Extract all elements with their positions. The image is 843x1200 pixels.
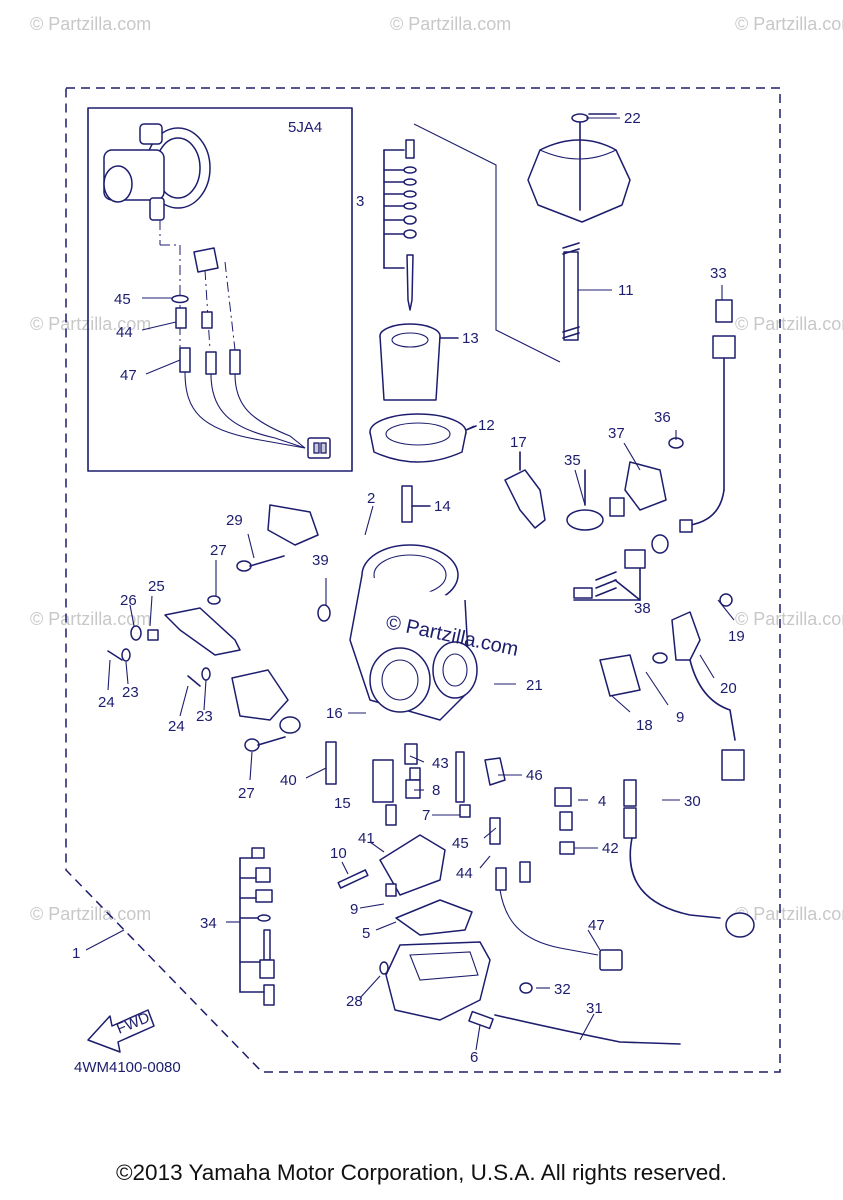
needle-set-drawing [383, 123, 561, 363]
watermark: © Partzilla.com [30, 904, 151, 924]
callout-1: 1 [72, 945, 80, 962]
callout-17: 17 [510, 434, 527, 451]
callout-43: 43 [432, 755, 449, 772]
callout-40: 40 [280, 772, 297, 789]
callout-36: 36 [654, 409, 671, 426]
diaphragm-piston-drawing [369, 323, 477, 463]
callout-44a: 44 [116, 324, 133, 341]
callout-33: 33 [710, 265, 727, 282]
callout-23a: 23 [122, 684, 139, 701]
callout-4: 4 [598, 793, 606, 810]
callout-16: 16 [326, 705, 343, 722]
callout-23b: 23 [196, 708, 213, 725]
callout-2: 2 [367, 490, 375, 507]
inset-label: 5JA4 [288, 119, 322, 136]
callout-26: 26 [120, 592, 137, 609]
callout-38: 38 [634, 600, 651, 617]
callout-37: 37 [608, 425, 625, 442]
watermark: © Partzilla.com [30, 314, 151, 334]
callout-42: 42 [602, 840, 619, 857]
callout-29: 29 [226, 512, 243, 529]
watermark: © Partzilla.com [30, 14, 151, 34]
callout-3: 3 [356, 193, 364, 210]
callout-27: 27 [210, 542, 227, 559]
callout-11: 11 [618, 282, 634, 299]
callout-13: 13 [462, 330, 479, 347]
callout-34: 34 [200, 915, 217, 932]
part-code: 4WM4100-0080 [74, 1059, 181, 1076]
carburetor-exploded-diagram: © Partzilla.com © Partzilla.com © Partzi… [30, 14, 843, 1076]
watermark: © Partzilla.com [735, 609, 843, 629]
watermarks: © Partzilla.com © Partzilla.com © Partzi… [30, 14, 843, 924]
callout-24b: 24 [168, 718, 185, 735]
callout-32: 32 [554, 981, 571, 998]
callout-22: 22 [624, 110, 641, 127]
callout-45a: 45 [114, 291, 131, 308]
copyright-notice: ©2013 Yamaha Motor Corporation, U.S.A. A… [115, 1160, 728, 1185]
inset-box-5ja4 [87, 107, 353, 472]
callout-8: 8 [432, 782, 440, 799]
callout-30: 30 [684, 793, 701, 810]
fwd-arrow: FWD [87, 1009, 155, 1053]
callout-35: 35 [564, 452, 581, 469]
callout-39: 39 [312, 552, 329, 569]
assembly-boundary [65, 87, 781, 1073]
callout-14: 14 [434, 498, 451, 515]
watermark: © Partzilla.com [735, 904, 843, 924]
callout-21: 21 [526, 677, 543, 694]
inset-carburetor-drawing [103, 123, 331, 459]
callout-7: 7 [422, 807, 430, 824]
callout-12: 12 [478, 417, 495, 434]
left-side-parts [107, 504, 331, 752]
callout-31: 31 [586, 1000, 603, 1017]
callout-20: 20 [720, 680, 737, 697]
watermark: © Partzilla.com [390, 14, 511, 34]
callout-10: 10 [330, 845, 347, 862]
watermark: © Partzilla.com [30, 609, 151, 629]
callout-15: 15 [334, 795, 351, 812]
callout-41: 41 [358, 830, 375, 847]
callout-45b: 45 [452, 835, 469, 852]
callout-46: 46 [526, 767, 543, 784]
right-side-parts [504, 299, 745, 781]
callout-27b: 27 [238, 785, 255, 802]
callout-9b: 9 [350, 901, 358, 918]
callout-24a: 24 [98, 694, 115, 711]
callout-28: 28 [346, 993, 363, 1010]
callout-47b: 47 [588, 917, 605, 934]
callout-19: 19 [728, 628, 745, 645]
callout-25: 25 [148, 578, 165, 595]
callout-44b: 44 [456, 865, 473, 882]
callout-9a: 9 [676, 709, 684, 726]
top-cap-drawing [527, 113, 631, 341]
carburetor-body-drawing: © Partzilla.com [349, 485, 520, 721]
callout-6: 6 [470, 1049, 478, 1066]
leader-lines [85, 117, 735, 1051]
watermark: © Partzilla.com [735, 314, 843, 334]
callout-5: 5 [362, 925, 370, 942]
callout-numbers: 1 2 3 4 5 6 7 8 9 9 10 11 12 13 14 15 16… [72, 110, 745, 1066]
callout-18: 18 [636, 717, 653, 734]
bottom-parts [239, 741, 755, 1045]
watermark: © Partzilla.com [735, 14, 843, 34]
callout-47a: 47 [120, 367, 137, 384]
